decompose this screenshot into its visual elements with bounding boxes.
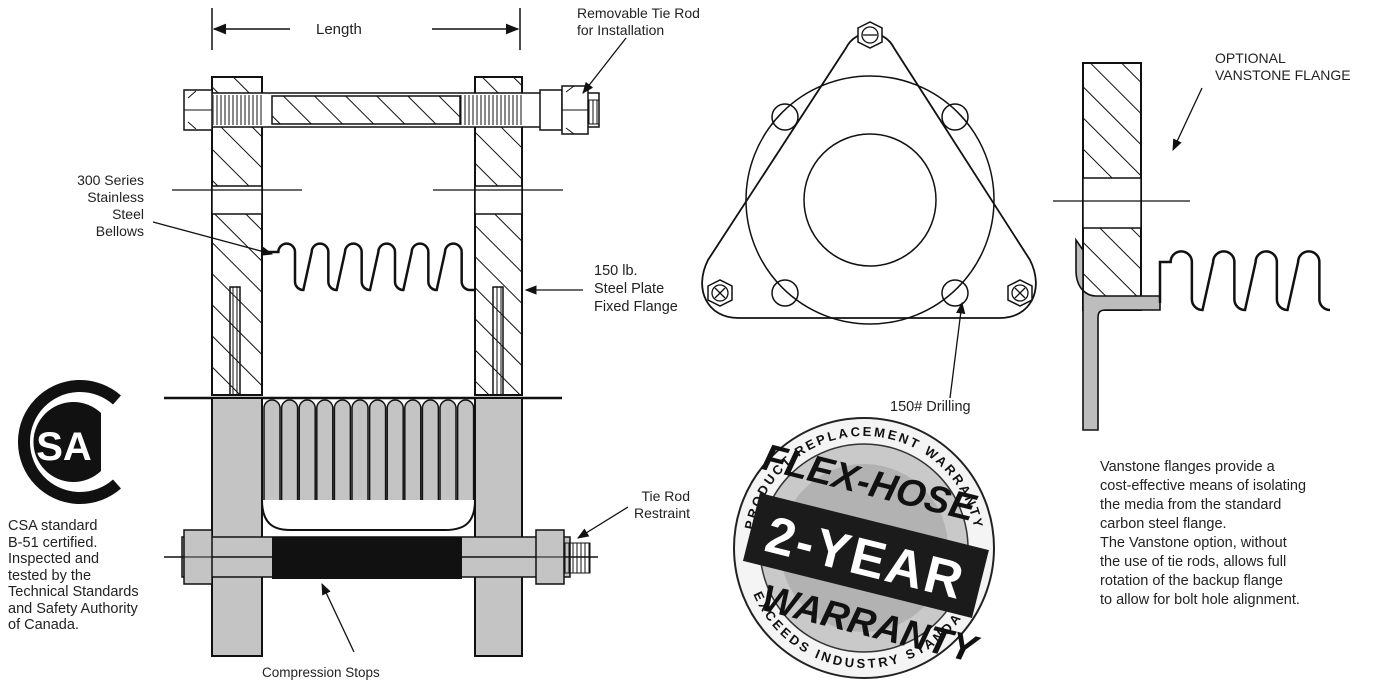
removable-tie-rod-label: Removable Tie Rod for Installation xyxy=(577,5,700,38)
csa-logo-icon: SA xyxy=(17,380,121,504)
left-flange-elevation xyxy=(211,397,263,657)
svg-text:SA: SA xyxy=(36,425,92,469)
length-label: Length xyxy=(316,21,362,38)
bellows-label: 300 Series Stainless Steel Bellows xyxy=(77,172,144,239)
bolt-hole xyxy=(771,103,799,131)
vanstone-detail xyxy=(1053,62,1331,431)
bolt-hole xyxy=(941,279,969,307)
right-flange-elevation xyxy=(474,397,523,657)
csa-description: CSA standard B-51 certified. Inspected a… xyxy=(8,518,139,633)
section-view-top xyxy=(164,76,600,400)
compression-stop xyxy=(272,537,462,579)
length-dimension xyxy=(211,8,521,50)
bolt-head-icon xyxy=(707,279,733,307)
warranty-seal-icon: PRODUCT REPLACEMENT WARRANTY EXCEEDS IND… xyxy=(733,417,995,679)
leader-arrows xyxy=(152,37,1203,653)
bolt-head-icon xyxy=(857,21,883,49)
bolt-head-icon xyxy=(1007,279,1033,307)
elevation-view-bottom xyxy=(164,397,598,657)
bolt-hole xyxy=(771,279,799,307)
vanstone-description: Vanstone flanges provide a cost-effectiv… xyxy=(1100,459,1307,608)
bolt-hole xyxy=(941,103,969,131)
fixed-flange-label: 150 lb. Steel Plate Fixed Flange xyxy=(594,263,678,315)
compression-stops-label: Compression Stops xyxy=(262,665,380,680)
bellows-convolution xyxy=(262,242,475,292)
flange-front-view xyxy=(701,21,1037,325)
tie-rod-restraint-label: Tie Rod Restraint xyxy=(633,488,690,521)
vanstone-title-label: OPTIONAL VANSTONE FLANGE xyxy=(1215,50,1351,83)
drilling-label: 150# Drilling xyxy=(890,399,971,415)
